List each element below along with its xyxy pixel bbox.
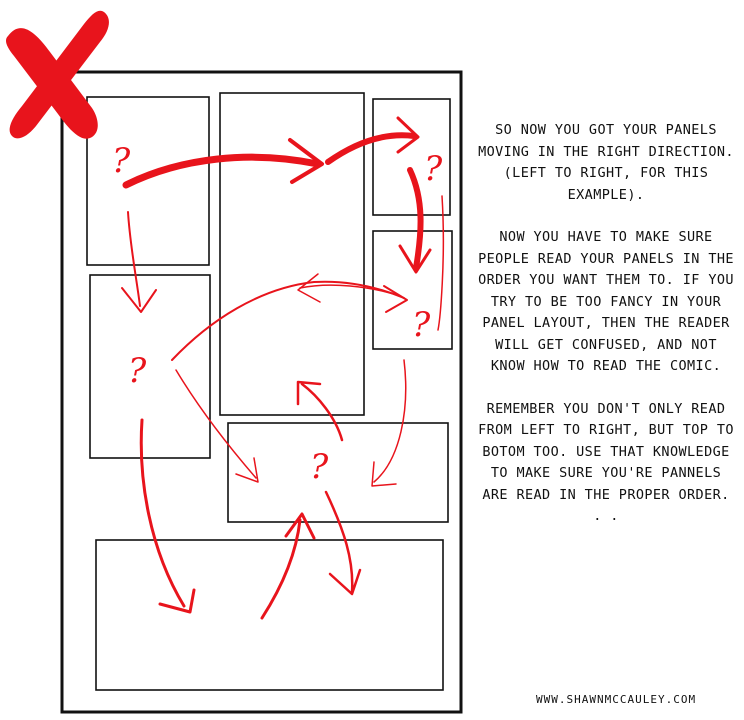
arrow-2-to-7-head	[158, 588, 196, 614]
arrow-6-to-3	[300, 382, 344, 442]
question-mark-panel-5: ?	[412, 305, 431, 345]
arrow-5-to-3	[299, 284, 401, 297]
arrow-6-to-7	[324, 490, 354, 594]
explanation-text: So now you got your panels moving in the…	[478, 120, 734, 549]
page-frame	[60, 70, 463, 714]
explanation-paragraph-1: So now you got your panels moving in the…	[478, 122, 734, 203]
reading-order-arrows	[121, 116, 445, 620]
arrow-5-to-6	[373, 359, 407, 483]
question-mark-panel-2: ?	[128, 351, 147, 391]
arrow-5-to-6-head	[371, 461, 397, 487]
arrow-4-side	[437, 195, 445, 331]
arrow-3-to-4-head	[396, 116, 420, 154]
arrow-6-to-7-head	[328, 568, 362, 596]
arrow-6-to-3-head	[296, 380, 322, 406]
explanation-paragraph-3: Remember you don't only read from left t…	[478, 400, 734, 525]
arrow-2-to-7	[139, 418, 186, 608]
question-mark-panel-1: ?	[112, 141, 131, 181]
arrow-7-to-6	[260, 518, 302, 620]
arrow-4-to-5-head	[398, 244, 432, 274]
arrow-7-to-6-head	[284, 512, 316, 540]
panel-6	[227, 422, 449, 523]
arrow-2-to-5-head	[383, 285, 408, 313]
website-credit: www.shawnmccauley.com	[536, 693, 697, 706]
question-mark-panel-6: ?	[310, 447, 329, 487]
arrow-2-to-5	[171, 280, 405, 361]
wrong-x-mark	[6, 10, 109, 139]
panel-7	[95, 539, 444, 691]
panel-5	[372, 230, 453, 350]
panel-1	[86, 96, 210, 266]
panel-4	[372, 98, 451, 216]
arrow-3-to-4	[325, 132, 417, 165]
question-marks: ? ? ? ? ?	[112, 141, 443, 487]
question-mark-panel-4: ?	[424, 149, 443, 189]
arrow-1-to-3-head	[288, 138, 324, 184]
arrow-4-to-5	[407, 167, 424, 271]
arrow-5-to-3-head	[297, 273, 321, 303]
arrow-2-to-6	[175, 369, 257, 479]
arrow-1-to-3	[122, 153, 322, 189]
panel-3	[219, 92, 365, 416]
explanation-paragraph-2: Now you have to make sure people read yo…	[478, 229, 734, 374]
arrow-2-to-6-head	[235, 457, 259, 483]
arrow-1-down-head	[121, 287, 157, 313]
arrow-1-down	[127, 211, 141, 307]
panel-2	[89, 274, 211, 459]
